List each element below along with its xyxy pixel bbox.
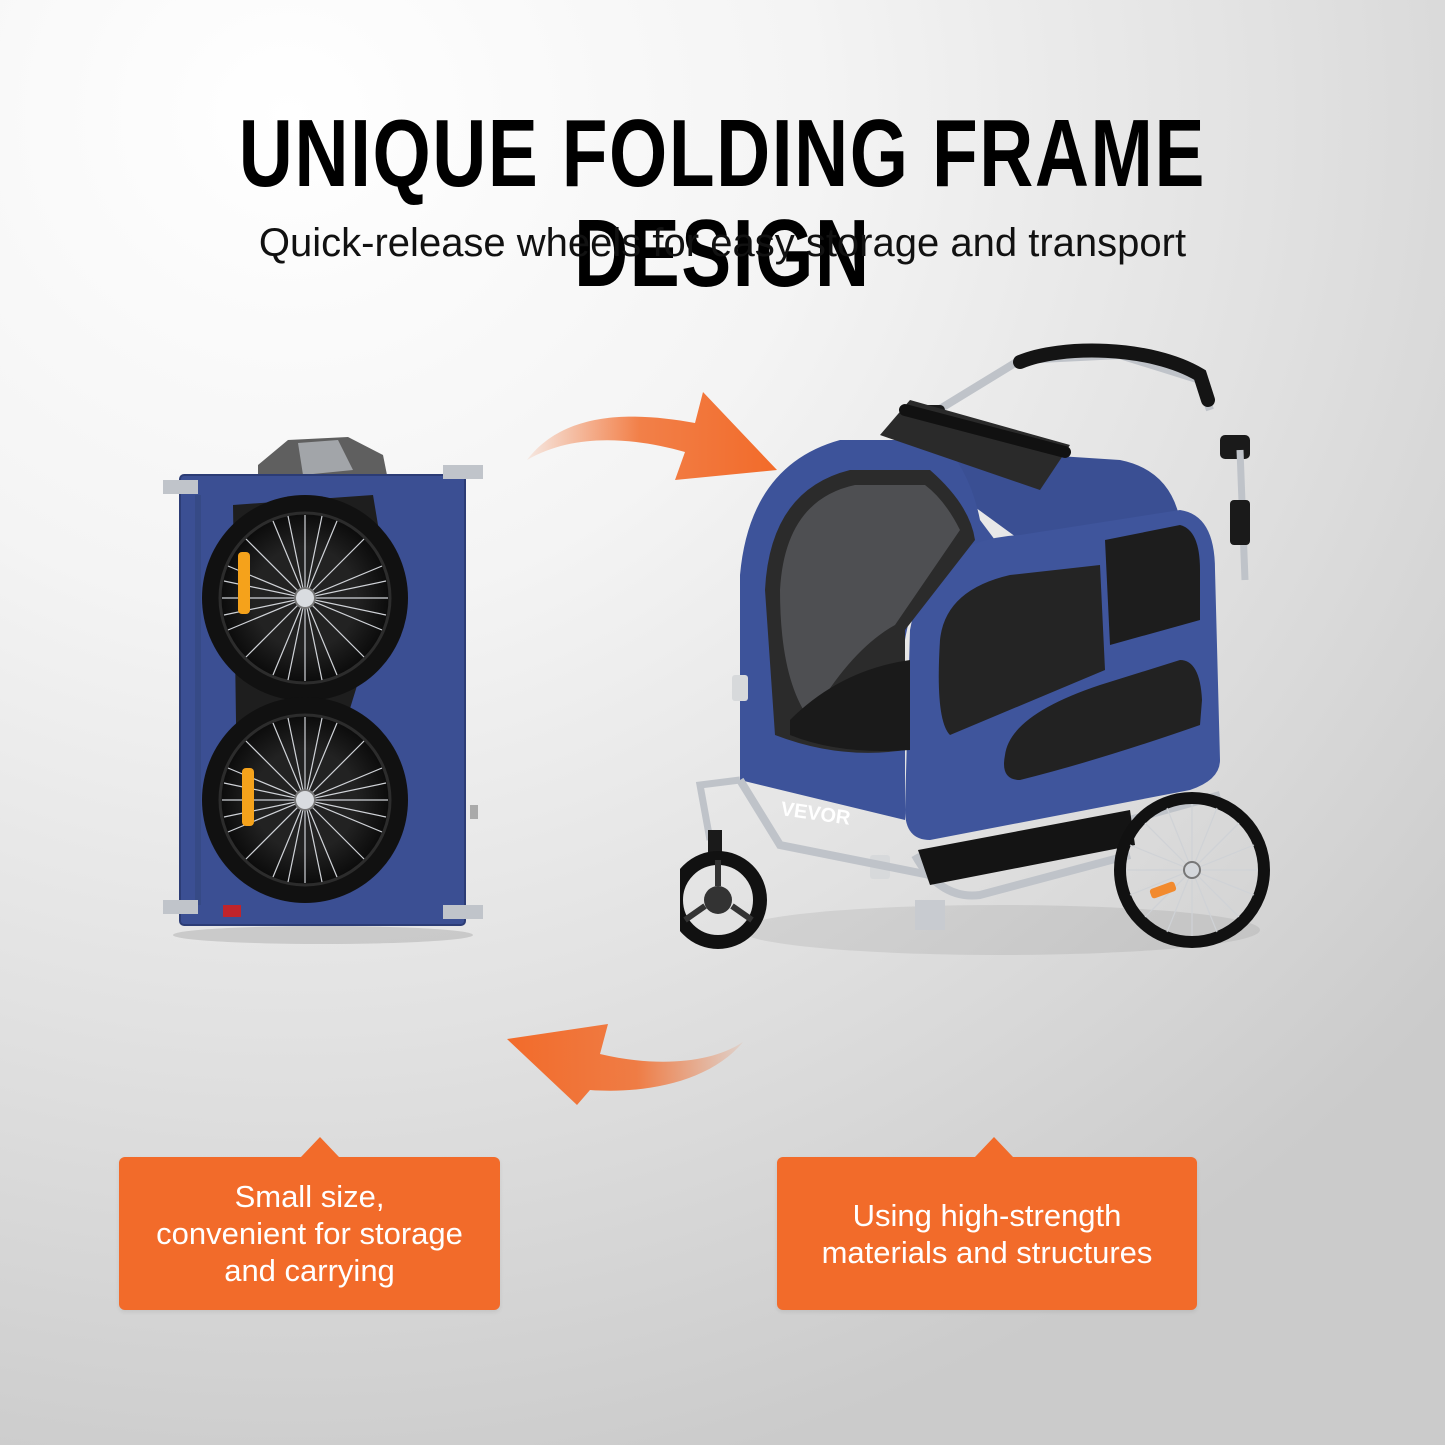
curved-arrow-left-icon: [507, 1024, 743, 1105]
callout-line: convenient for storage: [156, 1216, 463, 1251]
wheel-top: [202, 495, 408, 701]
folded-trailer-image: [163, 437, 483, 944]
callout-line: materials and structures: [821, 1234, 1153, 1270]
wheel-bottom: [202, 697, 408, 903]
callout-small-size: Small size, convenient for storage and c…: [119, 1137, 500, 1310]
page-subtitle: Quick-release wheels for easy storage an…: [258, 221, 1187, 265]
callout-line: Small size,: [234, 1179, 385, 1214]
callout-line: Using high-strength: [852, 1197, 1122, 1233]
callout-high-strength: Using high-strength materials and struct…: [777, 1137, 1197, 1310]
assembled-trailer-image: VEVOR: [680, 343, 1270, 955]
curved-arrow-right-icon: [527, 392, 777, 480]
callout-line: and carrying: [224, 1253, 395, 1288]
rear-wheel: [1114, 792, 1270, 948]
page-title: UNIQUE FOLDING FRAME DESIGN: [238, 100, 1206, 307]
